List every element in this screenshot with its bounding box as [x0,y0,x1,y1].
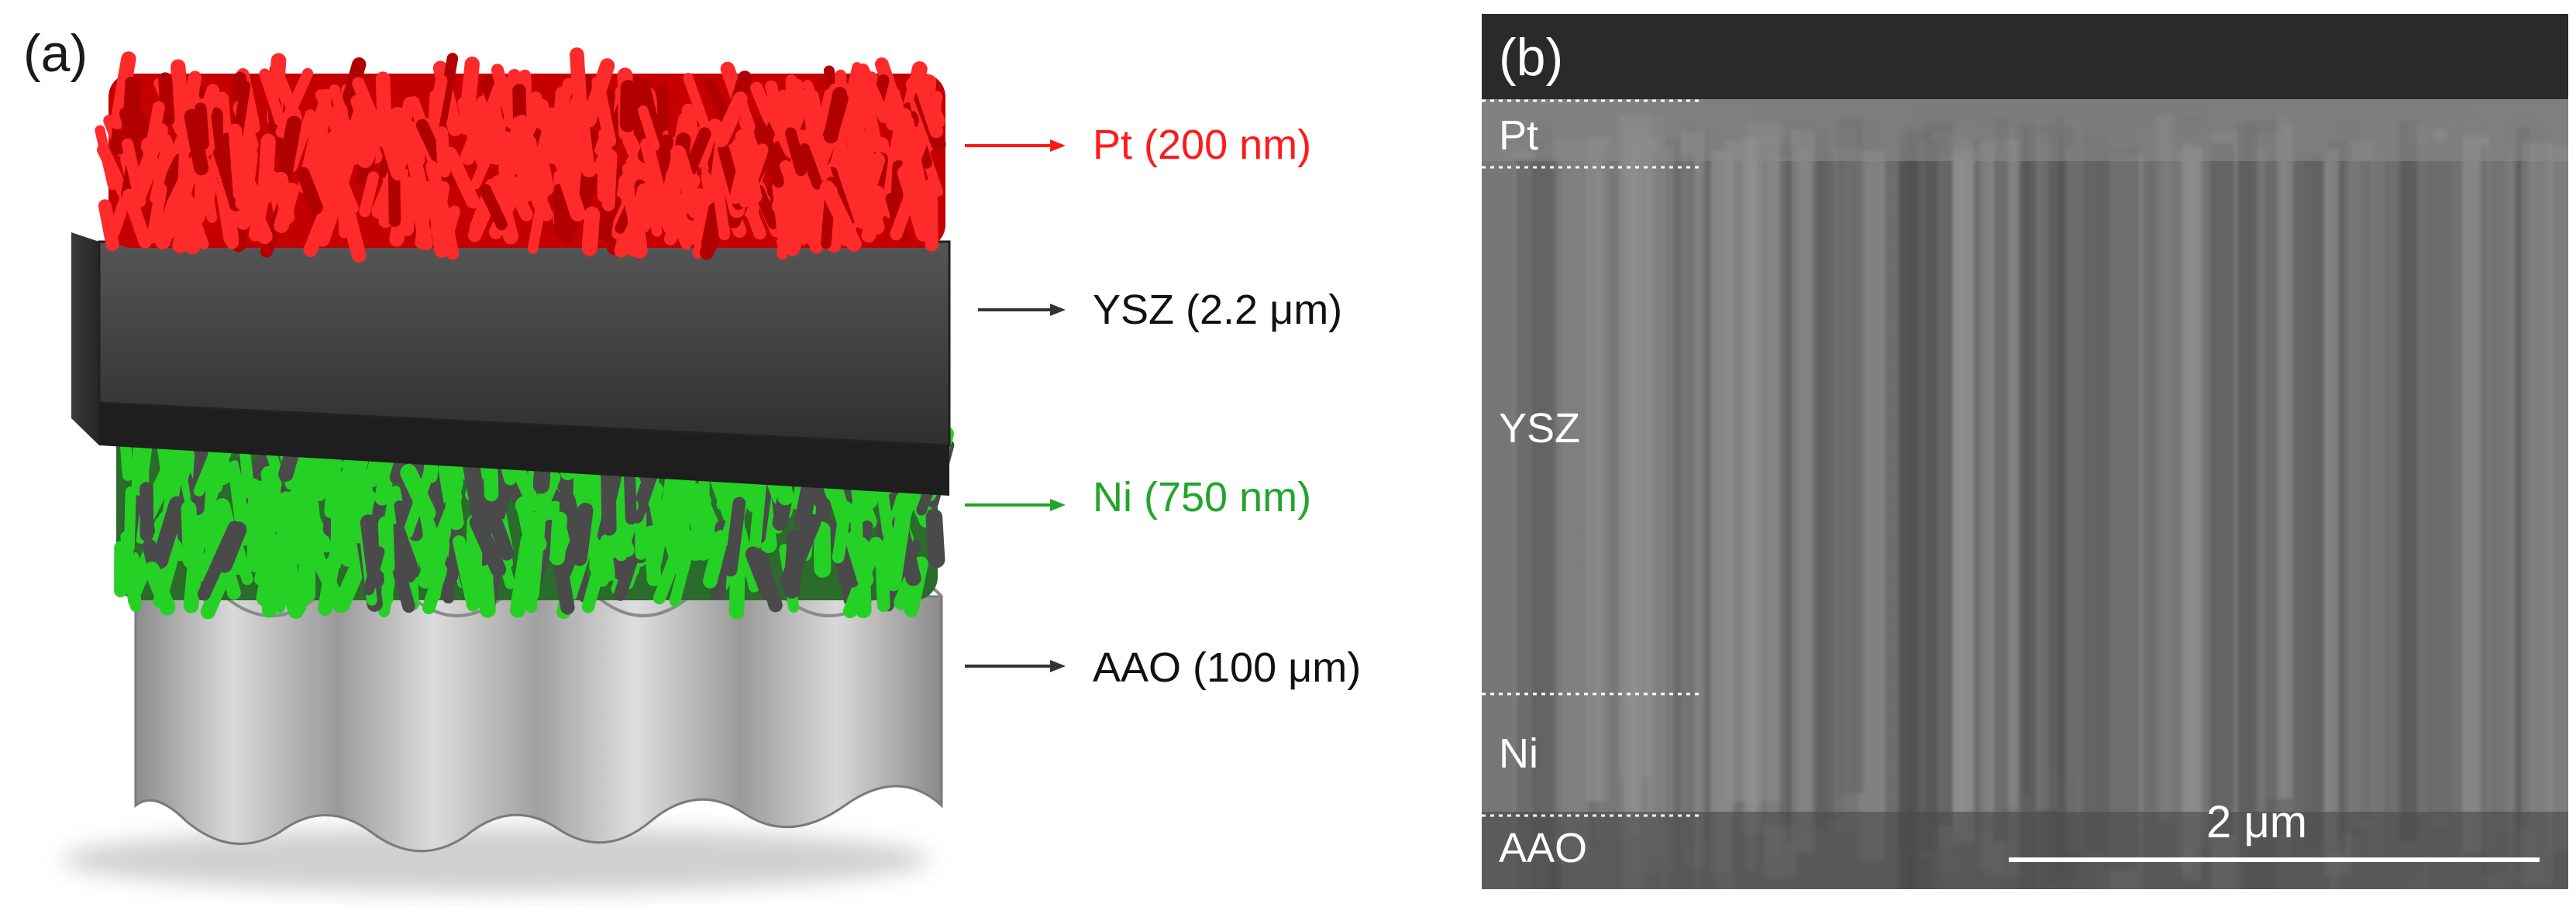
ysz-label: YSZ (2.2 μm) [1093,287,1342,333]
aao-arrow [965,660,1066,672]
floor-shadow [62,827,930,892]
sem-texture [1482,14,2568,889]
sem-aao-label: AAO [1499,825,1588,871]
ysz-arrow [978,304,1066,316]
ysz-layer [71,232,951,496]
sem-micrograph: (b) Pt YSZ Ni AAO 2 μm [1482,14,2568,889]
sem-ni-label: Ni [1499,730,1538,777]
sem-pt-label: Pt [1499,112,1539,159]
aao-label: AAO (100 μm) [1093,644,1361,691]
sem-ysz-label: YSZ [1499,405,1581,452]
aao-layer [134,575,943,853]
layer-stack-schematic: (a) Pt (200 nm) YSZ (2.2 μm) Ni (750 nm)… [23,24,1361,892]
pt-label: Pt (200 nm) [1093,122,1311,168]
scale-bar-label: 2 μm [2206,797,2308,847]
panel-b-label: (b) [1499,28,1564,87]
pt-arrow [965,139,1066,152]
pt-layer [95,47,946,263]
ni-arrow [965,499,1066,511]
ni-label: Ni (750 nm) [1093,474,1311,520]
panel-a-label: (a) [23,24,88,83]
